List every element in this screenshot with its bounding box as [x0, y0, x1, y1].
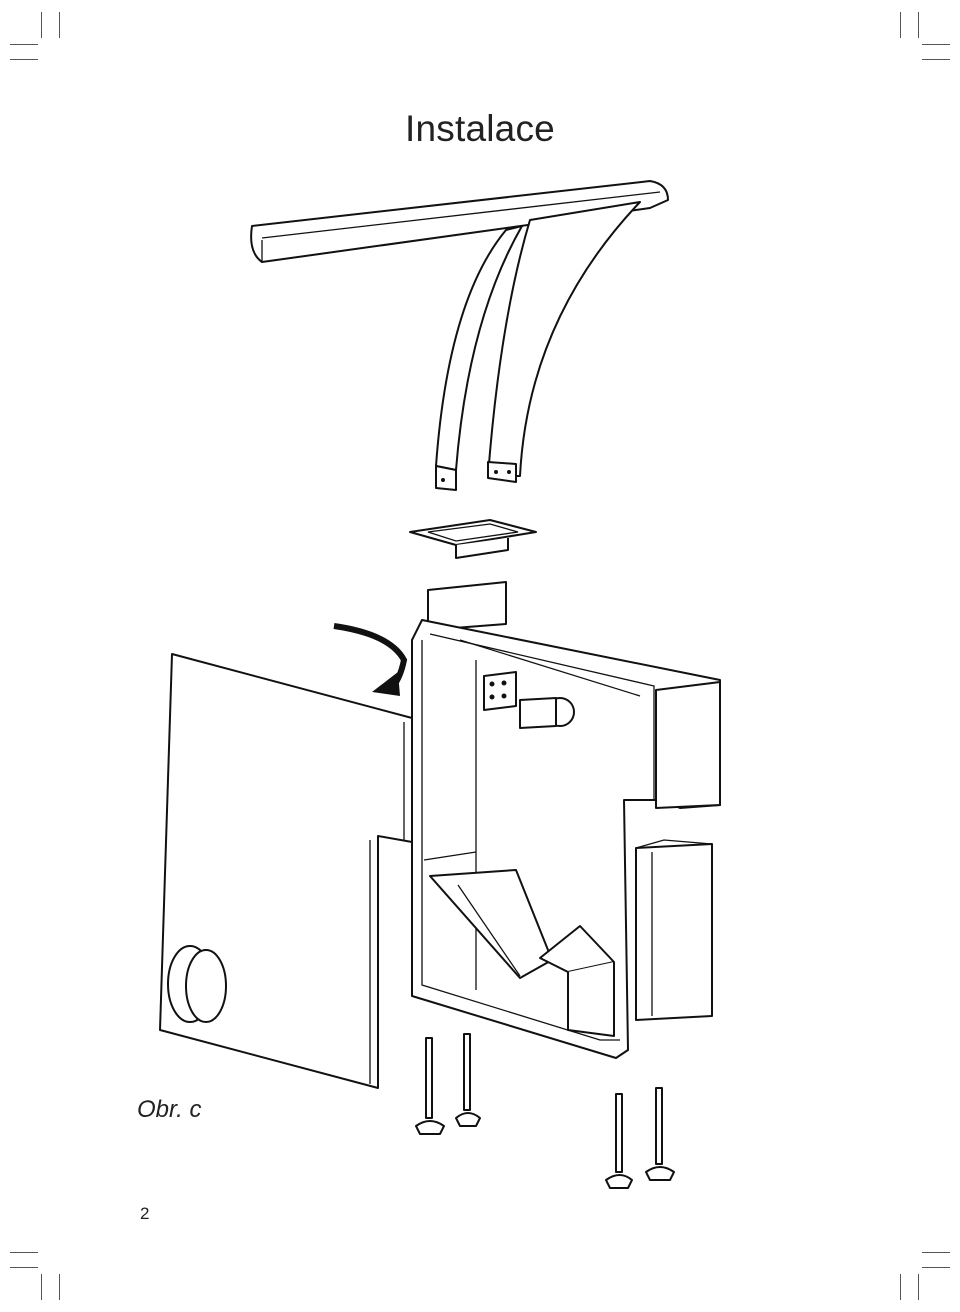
legs-part [415, 1033, 675, 1189]
page-title: Instalace [405, 108, 555, 149]
page-number: 2 [140, 1204, 150, 1223]
unit-body-part [411, 581, 721, 1059]
arrow-icon [333, 623, 408, 696]
side-panel-part [159, 653, 413, 1089]
figure-caption: Obr. c [137, 1096, 202, 1123]
hood-arm-part [250, 180, 669, 491]
flange-adapter-part [409, 519, 537, 559]
